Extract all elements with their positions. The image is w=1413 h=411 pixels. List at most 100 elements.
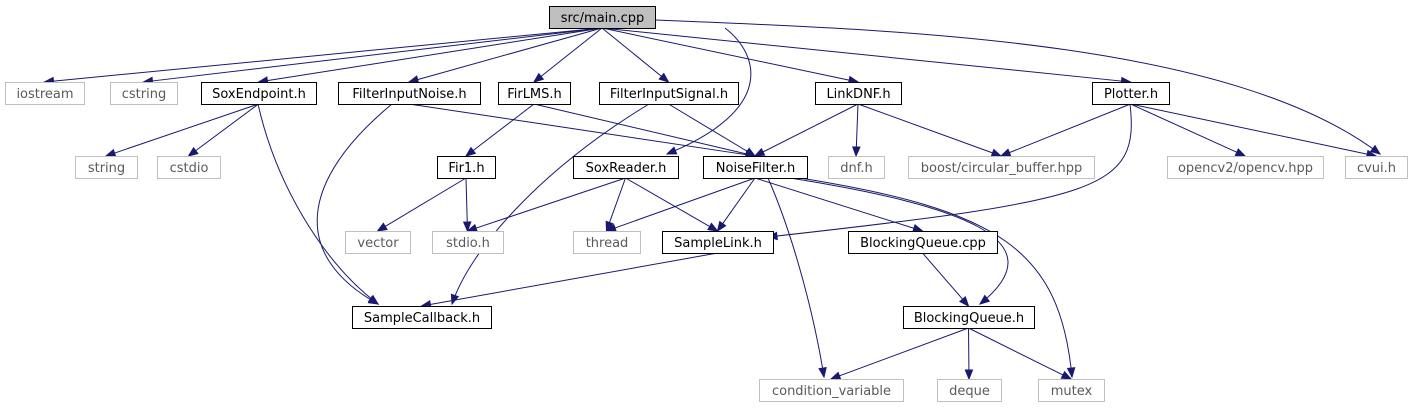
edge-fir1-to-vector	[376, 177, 467, 232]
node-box	[432, 231, 504, 254]
node-label: condition_variable	[772, 384, 891, 399]
node-label: Plotter.h	[1104, 87, 1158, 102]
edge-line	[721, 177, 756, 225]
edge-main-to-iostream	[43, 27, 603, 86]
edge-line	[613, 177, 756, 229]
node-box	[437, 156, 496, 179]
node-cstring: cstring	[110, 82, 178, 105]
node-label: BlockingQueue.cpp	[860, 236, 986, 251]
edge-arrowhead	[658, 72, 670, 83]
edge-blockingqueueh-to-condvar	[829, 327, 969, 380]
edge-line	[1008, 103, 1131, 154]
edge-line	[668, 103, 749, 153]
node-box	[937, 379, 1002, 402]
node-blockingqueueh[interactable]: BlockingQueue.h	[903, 306, 1035, 329]
edge-linkdnf-to-noisefilter	[753, 103, 859, 157]
node-label: thread	[586, 236, 629, 251]
node-box	[345, 231, 411, 254]
edge-line	[857, 103, 994, 154]
node-box	[908, 156, 1095, 179]
node-label: opencv2/opencv.hpp	[1178, 161, 1313, 176]
node-box	[5, 82, 85, 105]
node-box	[157, 156, 221, 179]
node-noisefilter[interactable]: NoiseFilter.h	[703, 156, 808, 179]
node-label: LinkDNF.h	[826, 87, 890, 102]
edge-line	[838, 327, 969, 377]
node-boostcb: boost/circular_buffer.hpp	[908, 156, 1095, 179]
node-main[interactable]: src/main.cpp	[549, 6, 656, 29]
edge-line	[654, 19, 1381, 155]
edge-arrowhead	[104, 148, 117, 158]
edge-line	[52, 27, 603, 82]
node-soxreader[interactable]: SoxReader.h	[573, 156, 679, 179]
edge-arrowhead	[829, 371, 842, 380]
node-box	[828, 156, 885, 179]
edge-line	[601, 27, 663, 78]
edge-fir1-to-stdio	[462, 177, 472, 233]
edge-line	[601, 27, 1123, 82]
edge-line	[666, 27, 752, 155]
edge-line	[761, 103, 859, 153]
edge-firlms-to-fir1	[464, 103, 535, 157]
node-label: vector	[357, 236, 399, 251]
edge-soxreader-to-stdio	[466, 177, 626, 233]
node-box	[903, 306, 1035, 329]
node-box	[1345, 156, 1408, 179]
node-box	[759, 379, 904, 402]
edge-line	[266, 27, 603, 82]
edge-blockingqueueh-to-mutex	[968, 327, 1073, 380]
node-linkdnf[interactable]: LinkDNF.h	[815, 82, 902, 105]
node-box	[848, 231, 998, 254]
node-filterinputnoise[interactable]: FilterInputNoise.h	[338, 82, 481, 105]
node-box	[352, 306, 492, 329]
edge-line	[608, 177, 626, 224]
node-vector: vector	[345, 231, 411, 254]
edge-main-to-linkdnf	[601, 27, 860, 85]
node-box	[201, 82, 317, 105]
node-soxendpoint[interactable]: SoxEndpoint.h	[201, 82, 317, 105]
node-label: string	[88, 161, 125, 176]
edge-arrowhead	[605, 220, 614, 233]
node-firlms[interactable]: FirLMS.h	[498, 82, 571, 105]
edge-filterinputsignal-to-samplecallback	[450, 103, 650, 306]
node-fir1[interactable]: Fir1.h	[437, 156, 496, 179]
edge-arrowhead	[852, 146, 861, 158]
edge-line	[408, 103, 748, 156]
edge-arrowhead	[958, 295, 970, 308]
edge-main-to-cvui	[654, 19, 1382, 155]
edge-soxreader-to-thread	[605, 177, 626, 233]
node-label: FirLMS.h	[507, 87, 562, 102]
node-thread: thread	[573, 231, 641, 254]
edge-main-to-plotter	[601, 27, 1132, 86]
edge-line	[416, 27, 603, 81]
edge-noisefilter-to-blockingqueueh	[789, 177, 1009, 305]
node-samplecallback[interactable]: SampleCallback.h	[352, 306, 492, 329]
node-blockingqueuecpp[interactable]: BlockingQueue.cpp	[848, 231, 998, 254]
edge-filterinputsignal-to-noisefilter	[668, 103, 757, 157]
node-label: mutex	[1051, 384, 1093, 399]
edge-line	[789, 177, 1009, 305]
edge-line	[855, 103, 859, 149]
node-label: iostream	[16, 87, 73, 102]
node-samplelink[interactable]: SampleLink.h	[662, 231, 774, 254]
edge-main-to-cstring	[142, 27, 603, 86]
node-box	[599, 82, 739, 105]
edge-line	[539, 27, 603, 78]
edge-arrowhead	[1369, 144, 1382, 155]
edge-noisefilter-to-blockingqueuecpp	[754, 177, 924, 233]
edge-main-to-firlms	[532, 27, 603, 83]
graph-edges	[43, 19, 1382, 381]
edge-arrowhead	[707, 222, 719, 232]
node-plotter[interactable]: Plotter.h	[1092, 82, 1170, 105]
node-filterinputsignal[interactable]: FilterInputSignal.h	[599, 82, 739, 105]
edge-noisefilter-to-condvar	[767, 177, 827, 379]
node-box	[498, 82, 571, 105]
edge-line	[451, 103, 650, 305]
edge-plotter-to-boostcb	[999, 103, 1131, 157]
node-label: src/main.cpp	[561, 11, 645, 26]
edge-line	[113, 103, 259, 154]
node-box	[75, 156, 138, 179]
edge-soxreader-to-samplelink	[625, 177, 719, 232]
edge-arrowhead	[999, 148, 1012, 157]
node-cvui: cvui.h	[1345, 156, 1408, 179]
